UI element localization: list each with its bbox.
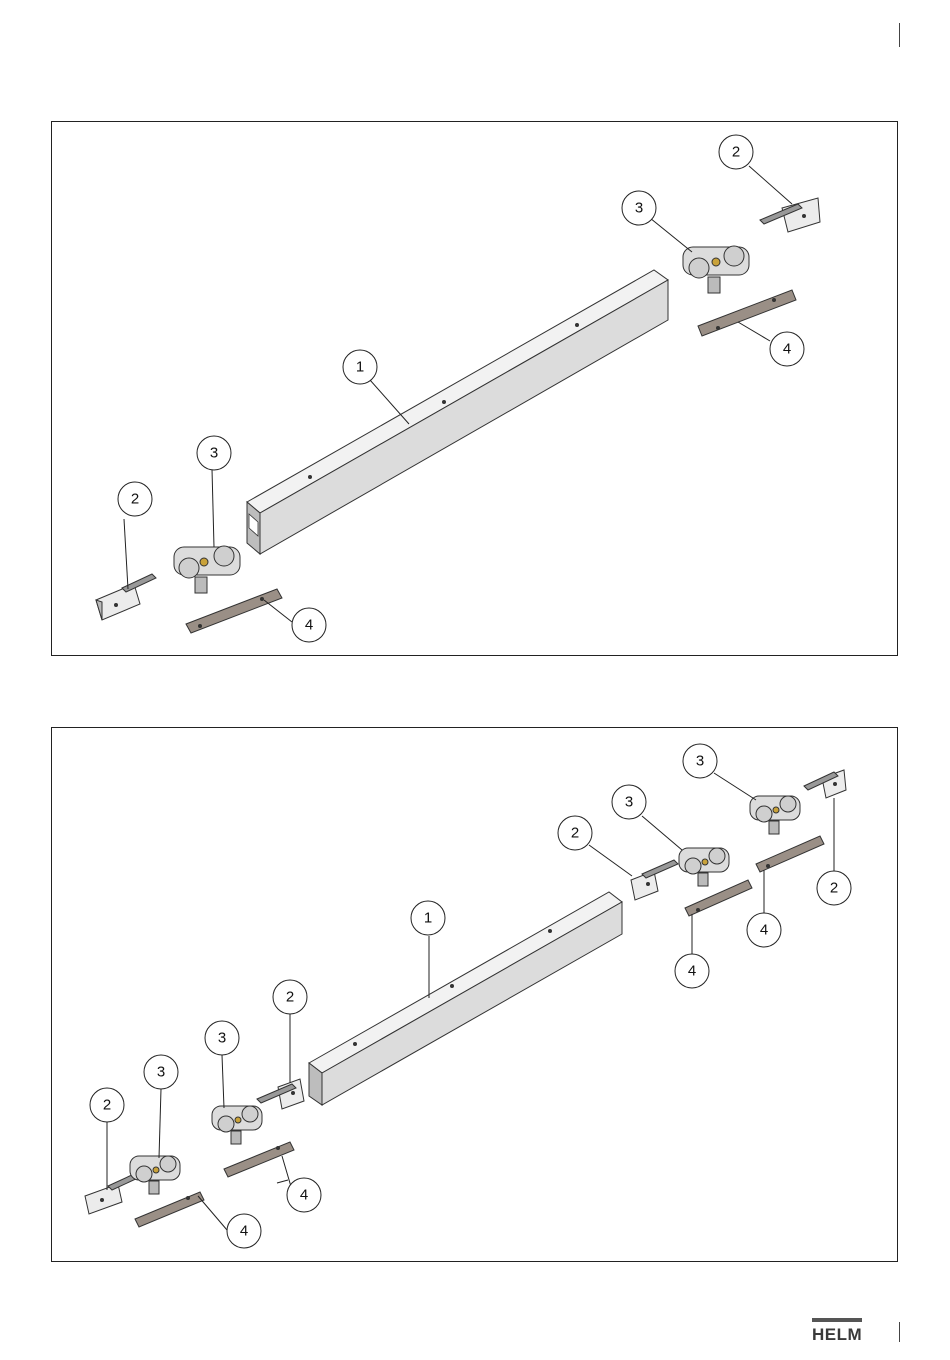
end-stop-part-2-left	[257, 1079, 304, 1109]
page-rule-top	[899, 23, 900, 47]
end-stop-part-2-right	[760, 198, 820, 232]
svg-text:1: 1	[356, 359, 364, 376]
end-stop-part-2-far-right	[804, 770, 846, 798]
callout-1: 1	[411, 901, 445, 935]
callout-2: 2	[719, 135, 753, 169]
svg-text:3: 3	[625, 794, 633, 811]
mounting-plate-part-4-right	[698, 290, 796, 336]
callout-3: 3	[612, 785, 646, 819]
callout-4: 4	[675, 954, 709, 988]
svg-text:4: 4	[760, 922, 768, 939]
callout-4: 4	[747, 913, 781, 947]
callout-2: 2	[118, 482, 152, 516]
svg-text:2: 2	[103, 1097, 111, 1114]
callout-3: 3	[144, 1055, 178, 1089]
panel-1-drawing: 1 2 3 4 2 3 4	[52, 122, 899, 657]
brand-logo-bar	[812, 1318, 862, 1322]
mounting-plate-part-4-far-right	[756, 836, 824, 872]
svg-text:3: 3	[210, 445, 218, 462]
panel-2-drawing: 1 2 3 2 3 4 4 2 3 2 3 4 4	[52, 728, 899, 1263]
callout-2: 2	[558, 816, 592, 850]
svg-text:3: 3	[218, 1030, 226, 1047]
roller-carrier-part-3-mid-right	[679, 848, 729, 886]
svg-text:1: 1	[424, 910, 432, 927]
callout-2: 2	[90, 1088, 124, 1122]
roller-carrier-part-3-left	[174, 546, 240, 593]
brand-logo: HELM	[812, 1318, 862, 1345]
svg-text:3: 3	[696, 753, 704, 770]
end-stop-part-2-mid-right	[631, 860, 678, 900]
callout-3: 3	[205, 1021, 239, 1055]
rail-part-1	[309, 892, 622, 1105]
roller-carrier-part-3-far-left	[130, 1156, 180, 1194]
svg-text:2: 2	[732, 144, 740, 161]
diagram-panel-2: 1 2 3 2 3 4 4 2 3 2 3 4 4	[51, 727, 898, 1262]
callout-1: 1	[343, 350, 377, 384]
mounting-plate-part-4-left	[186, 589, 282, 633]
diagram-panel-1: 1 2 3 4 2 3 4	[51, 121, 898, 656]
svg-text:4: 4	[240, 1223, 248, 1240]
brand-name: HELM	[812, 1325, 862, 1345]
mounting-plate-part-4-far-left	[135, 1192, 204, 1227]
callout-3: 3	[622, 191, 656, 225]
callout-4: 4	[770, 332, 804, 366]
rail-part-1	[247, 270, 668, 554]
callout-4: 4	[227, 1214, 261, 1248]
callout-2: 2	[817, 871, 851, 905]
svg-text:4: 4	[688, 963, 696, 980]
end-stop-part-2-left	[96, 574, 156, 620]
roller-carrier-part-3-right	[683, 246, 749, 293]
mounting-plate-part-4-mid-right	[685, 880, 752, 916]
svg-text:2: 2	[286, 989, 294, 1006]
roller-carrier-part-3-left	[212, 1106, 262, 1144]
svg-text:4: 4	[305, 617, 313, 634]
svg-text:3: 3	[157, 1064, 165, 1081]
callout-4: 4	[287, 1178, 321, 1212]
svg-text:2: 2	[131, 491, 139, 508]
callout-3: 3	[197, 436, 231, 470]
callout-2: 2	[273, 980, 307, 1014]
page-rule-bottom	[899, 1322, 900, 1342]
svg-text:4: 4	[783, 341, 791, 358]
svg-text:2: 2	[830, 880, 838, 897]
callout-3: 3	[683, 744, 717, 778]
svg-text:3: 3	[635, 200, 643, 217]
svg-text:2: 2	[571, 825, 579, 842]
callout-4: 4	[292, 608, 326, 642]
roller-carrier-part-3-far-right	[750, 796, 800, 834]
end-stop-part-2-far-left	[85, 1174, 138, 1214]
svg-text:4: 4	[300, 1187, 308, 1204]
